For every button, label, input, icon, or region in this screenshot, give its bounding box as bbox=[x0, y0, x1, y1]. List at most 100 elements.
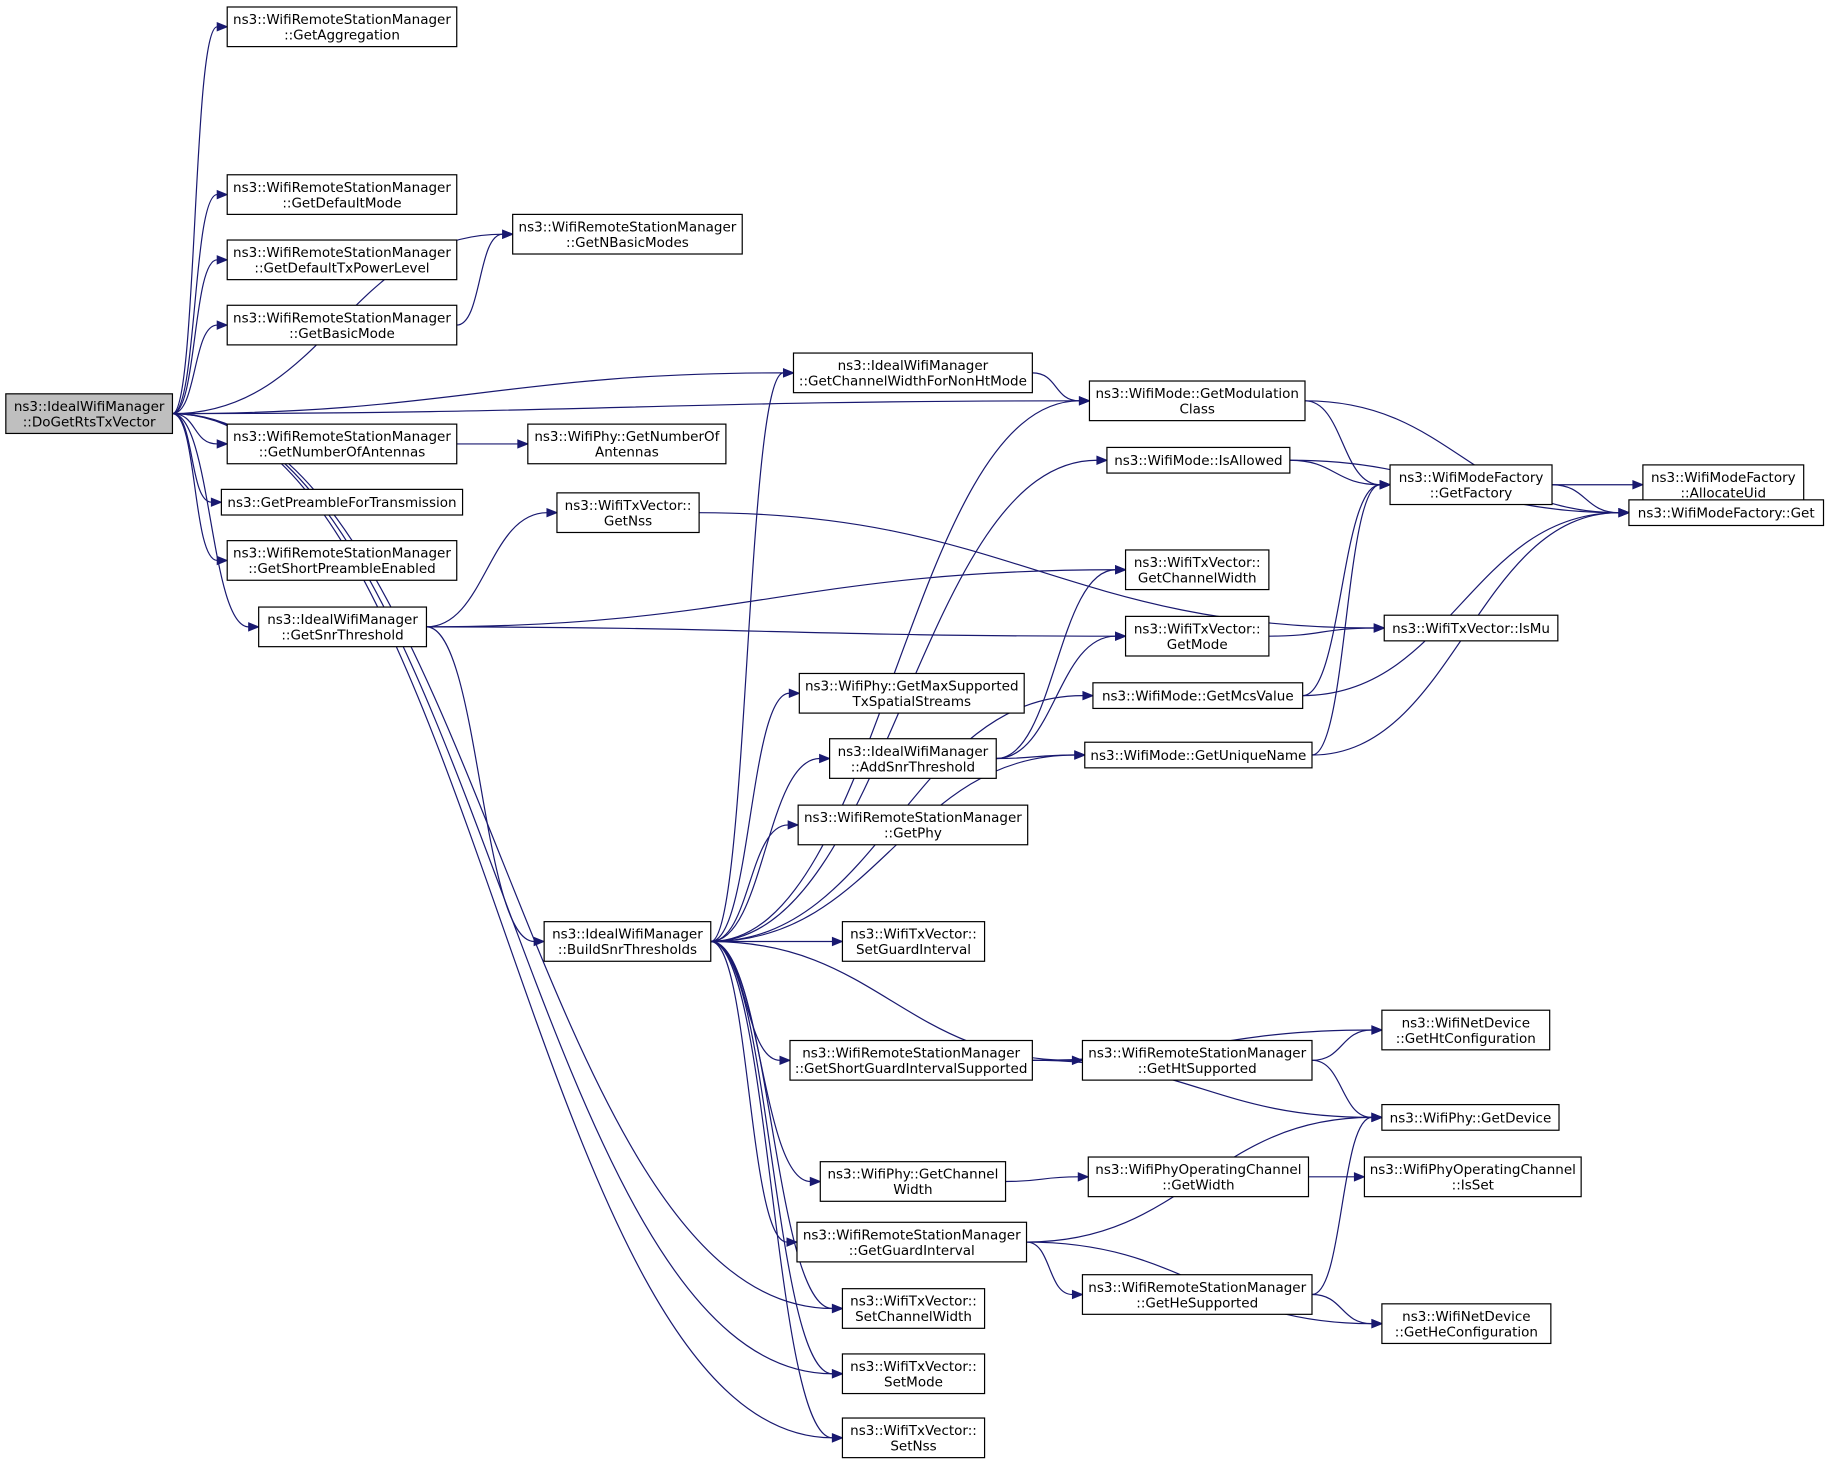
node-getfactory[interactable]: ns3::WifiModeFactory::GetFactory bbox=[1389, 464, 1553, 506]
edge-line bbox=[996, 569, 1116, 760]
edge-line bbox=[710, 940, 781, 1061]
node-setcw[interactable]: ns3::WifiTxVector::SetChannelWidth bbox=[841, 1288, 986, 1329]
arrowhead-icon bbox=[517, 439, 530, 449]
node-getgi[interactable]: ns3::WifiRemoteStationManager::GetGuardI… bbox=[796, 1221, 1028, 1263]
node-phycw[interactable]: ns3::WifiPhy::GetChannelWidth bbox=[819, 1161, 1007, 1202]
node-phydev[interactable]: ns3::WifiPhy::GetDevice bbox=[1381, 1103, 1560, 1131]
edge-line bbox=[710, 372, 784, 943]
node-label: SetGuardInterval bbox=[856, 942, 971, 958]
node-box bbox=[226, 6, 458, 48]
arrowhead-icon bbox=[216, 22, 229, 32]
node-hesup[interactable]: ns3::WifiRemoteStationManager::GetHeSupp… bbox=[1081, 1274, 1313, 1315]
node-box bbox=[1628, 499, 1825, 527]
edge-mcsval-to-getfactory bbox=[1302, 479, 1392, 697]
node-label: ::GetFactory bbox=[1430, 485, 1512, 501]
node-getnss[interactable]: ns3::WifiTxVector::GetNss bbox=[556, 492, 700, 534]
node-txcw[interactable]: ns3::WifiTxVector::GetChannelWidth bbox=[1124, 549, 1270, 591]
node-label: ns3::WifiTxVector:: bbox=[1134, 555, 1261, 571]
node-box bbox=[1381, 1103, 1560, 1131]
arrowhead-icon bbox=[1618, 507, 1631, 518]
arrowhead-icon bbox=[819, 753, 831, 764]
arrowhead-icon bbox=[216, 255, 229, 265]
node-box bbox=[1088, 380, 1306, 422]
node-label: ::AllocateUid bbox=[1681, 485, 1767, 501]
node-defmode[interactable]: ns3::WifiRemoteStationManager::GetDefaul… bbox=[226, 174, 458, 215]
node-basicmode[interactable]: ns3::WifiRemoteStationManager::GetBasicM… bbox=[226, 304, 458, 346]
node-label: ns3::WifiMode::IsAllowed bbox=[1114, 453, 1282, 469]
node-box bbox=[829, 738, 997, 779]
node-txmode[interactable]: ns3::WifiTxVector::GetMode bbox=[1124, 615, 1270, 657]
node-isallowed[interactable]: ns3::WifiMode::IsAllowed bbox=[1106, 446, 1291, 474]
node-opset[interactable]: ns3::WifiPhyOperatingChannel::IsSet bbox=[1363, 1156, 1582, 1198]
edge-root-to-shortpre bbox=[172, 413, 229, 566]
node-label: ns3::WifiTxVector:: bbox=[850, 927, 977, 943]
node-label: ns3::WifiTxVector:: bbox=[565, 498, 692, 514]
node-phyant[interactable]: ns3::WifiPhy::GetNumberOfAntennas bbox=[527, 423, 727, 465]
node-label: ns3::WifiMode::GetMcsValue bbox=[1102, 689, 1294, 705]
node-snrthr[interactable]: ns3::IdealWifiManager::GetSnrThreshold bbox=[258, 606, 428, 648]
node-opcw[interactable]: ns3::WifiPhyOperatingChannel::GetWidth bbox=[1087, 1156, 1310, 1198]
edge-line bbox=[172, 413, 212, 503]
node-label: Width bbox=[893, 1182, 932, 1198]
edge-root-to-cwnonht bbox=[172, 368, 795, 415]
node-build[interactable]: ns3::IdealWifiManager::BuildSnrThreshold… bbox=[543, 921, 712, 962]
node-nbasic[interactable]: ns3::WifiRemoteStationManager::GetNBasic… bbox=[512, 213, 743, 255]
edge-build-to-setmode bbox=[710, 940, 844, 1379]
node-root[interactable]: ns3::IdealWifiManager::DoGetRtsTxVector bbox=[5, 393, 174, 435]
node-mfget[interactable]: ns3::WifiModeFactory::Get bbox=[1628, 499, 1825, 527]
node-uname[interactable]: ns3::WifiMode::GetUniqueName bbox=[1084, 741, 1313, 769]
arrowhead-icon bbox=[216, 189, 229, 200]
node-box bbox=[1124, 549, 1270, 591]
node-getphy[interactable]: ns3::WifiRemoteStationManager::GetPhy bbox=[797, 804, 1029, 846]
edge-build-to-setnss bbox=[710, 940, 844, 1443]
node-sgisup[interactable]: ns3::WifiRemoteStationManager::GetShortG… bbox=[789, 1039, 1033, 1081]
node-label: ns3::WifiTxVector:: bbox=[850, 1359, 977, 1375]
edge-line bbox=[1304, 400, 1619, 514]
node-maxss[interactable]: ns3::WifiPhy::GetMaxSupportedTxSpatialSt… bbox=[798, 672, 1025, 714]
node-setnss[interactable]: ns3::WifiTxVector::SetNss bbox=[841, 1417, 986, 1459]
edge-line bbox=[1005, 1176, 1079, 1183]
node-shortpre[interactable]: ns3::WifiRemoteStationManager::GetShortP… bbox=[226, 540, 458, 581]
node-label: ::GetHtSupported bbox=[1138, 1061, 1257, 1077]
arrowhead-icon bbox=[1115, 631, 1127, 641]
node-setgi[interactable]: ns3::WifiTxVector::SetGuardInterval bbox=[841, 921, 986, 962]
node-htsup[interactable]: ns3::WifiRemoteStationManager::GetHtSupp… bbox=[1081, 1039, 1313, 1081]
edge-line bbox=[710, 692, 790, 943]
node-box bbox=[1092, 682, 1304, 710]
node-preamble[interactable]: ns3::GetPreambleForTransmission bbox=[220, 488, 464, 516]
edge-line bbox=[710, 940, 788, 1243]
node-label: ::GetNBasicModes bbox=[566, 235, 689, 251]
node-addsnr[interactable]: ns3::IdealWifiManager::AddSnrThreshold bbox=[829, 738, 997, 779]
node-label: ns3::WifiRemoteStationManager bbox=[233, 12, 451, 28]
edge-addsnr-to-txcw bbox=[996, 565, 1127, 760]
edge-line bbox=[172, 413, 249, 628]
edge-htsup-to-phydev bbox=[1311, 1059, 1384, 1123]
node-aggr[interactable]: ns3::WifiRemoteStationManager::GetAggreg… bbox=[226, 6, 458, 48]
arrowhead-icon bbox=[1632, 479, 1645, 490]
node-box bbox=[556, 492, 700, 534]
edge-line bbox=[1311, 1059, 1372, 1119]
edge-root-to-aggr bbox=[171, 22, 229, 415]
edge-line bbox=[710, 940, 833, 1375]
node-allocuid[interactable]: ns3::WifiModeFactory::AllocateUid bbox=[1642, 464, 1805, 506]
arrowhead-icon bbox=[809, 1176, 822, 1187]
node-hecfg[interactable]: ns3::WifiNetDevice::GetHeConfiguration bbox=[1381, 1303, 1552, 1345]
node-label: ns3::WifiRemoteStationManager bbox=[233, 310, 451, 326]
node-htcfg[interactable]: ns3::WifiNetDevice::GetHtConfiguration bbox=[1381, 1009, 1551, 1051]
node-box bbox=[226, 239, 458, 281]
node-numant[interactable]: ns3::WifiRemoteStationManager::GetNumber… bbox=[226, 423, 458, 465]
node-mcsval[interactable]: ns3::WifiMode::GetMcsValue bbox=[1092, 682, 1304, 710]
node-ismu[interactable]: ns3::WifiTxVector::IsMu bbox=[1383, 614, 1559, 642]
node-box bbox=[792, 352, 1033, 394]
edge-line bbox=[172, 193, 218, 415]
node-setmode[interactable]: ns3::WifiTxVector::SetMode bbox=[841, 1353, 986, 1395]
arrowhead-icon bbox=[779, 1055, 792, 1066]
arrowhead-icon bbox=[216, 320, 229, 330]
node-label: ns3::WifiRemoteStationManager bbox=[804, 810, 1022, 826]
node-label: ns3::IdealWifiManager bbox=[838, 358, 989, 374]
node-cwnonht[interactable]: ns3::IdealWifiManager::GetChannelWidthFo… bbox=[792, 352, 1033, 394]
node-box bbox=[543, 921, 712, 962]
node-deftxp[interactable]: ns3::WifiRemoteStationManager::GetDefaul… bbox=[226, 239, 458, 281]
node-label: SetChannelWidth bbox=[855, 1309, 972, 1325]
